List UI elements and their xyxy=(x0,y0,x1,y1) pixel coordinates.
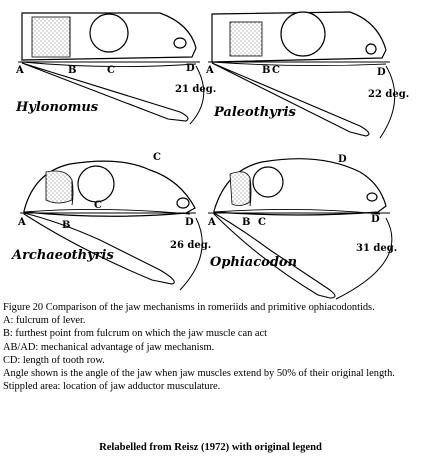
point-d-label: D xyxy=(185,217,194,228)
figure-legend: Figure 20 Comparison of the jaw mechanis… xyxy=(3,301,419,393)
jaw-line xyxy=(213,208,381,215)
naris xyxy=(176,197,190,209)
taxon-label: Hylonomus xyxy=(15,100,99,115)
orbit xyxy=(77,165,115,203)
point-b-label: B xyxy=(68,65,76,76)
point-b-label: B xyxy=(62,220,70,231)
naris xyxy=(365,43,377,55)
angle-label: 22 deg. xyxy=(368,89,409,100)
figure-credit: Relabelled from Reisz (1972) with origin… xyxy=(99,442,322,453)
point-d-label: D xyxy=(371,214,380,225)
point-b-label: B xyxy=(242,217,250,228)
angle-label: 26 deg. xyxy=(170,240,211,251)
corner-label: C xyxy=(153,152,161,163)
temporal-line xyxy=(249,177,252,207)
open-jaw xyxy=(21,62,189,122)
point-d-label: D xyxy=(186,63,195,74)
naris xyxy=(173,37,187,49)
angle-arc xyxy=(189,65,205,125)
jaw-line xyxy=(211,61,387,67)
angle-label: 31 deg. xyxy=(356,243,397,254)
open-jaw xyxy=(211,62,370,137)
adductor-stipple xyxy=(229,171,251,206)
legend-item-b: B: furthest point from fulcrum on which … xyxy=(3,328,268,340)
adductor-stipple xyxy=(31,16,71,58)
orbit xyxy=(89,13,129,53)
taxon-label: Ophiacodon xyxy=(210,255,297,270)
point-a-label: A xyxy=(207,217,216,228)
point-a-label: A xyxy=(15,65,24,76)
angle-label: 21 deg. xyxy=(175,84,216,95)
legend-item-stipple: Stippled area: location of jaw adductor … xyxy=(3,381,221,393)
jaw-line xyxy=(23,208,191,215)
legend-item-a: A: fulcrum of lever. xyxy=(3,315,86,327)
point-c-label: C xyxy=(272,65,280,76)
point-c-label: C xyxy=(258,217,266,228)
point-b-label: B xyxy=(262,65,270,76)
legend-caption: Figure 20 Comparison of the jaw mechanis… xyxy=(3,302,375,313)
legend-item-cd: CD: length of tooth row. xyxy=(3,354,105,366)
point-a-label: A xyxy=(17,217,26,228)
point-d-label: D xyxy=(377,67,386,78)
open-jaw xyxy=(213,212,336,299)
point-a-label: A xyxy=(205,65,214,76)
jaw-mechanism-figure: A B C D 21 deg. Hylonomus A B C D 22 deg… xyxy=(10,11,409,300)
panel-hylonomus: A B C D 21 deg. Hylonomus xyxy=(15,12,216,125)
angle-arc xyxy=(179,217,203,291)
jaw-line xyxy=(21,61,197,68)
point-c-label: C xyxy=(107,65,115,76)
temporal-line xyxy=(71,179,74,206)
angle-arc xyxy=(335,217,393,300)
naris xyxy=(366,192,378,202)
orbit xyxy=(252,166,284,198)
taxon-label: Archaeothyris xyxy=(10,248,114,263)
panel-paleothyris: A B C D 22 deg. Paleothyris xyxy=(205,11,409,139)
angle-arc xyxy=(379,65,396,139)
corner-label: D xyxy=(338,154,347,165)
legend-item-angle: Angle shown is the angle of the jaw when… xyxy=(3,368,395,380)
adductor-stipple xyxy=(229,21,263,57)
adductor-stipple xyxy=(45,170,73,204)
panel-ophiacodon: A B C D D 31 deg. Ophiacodon xyxy=(207,154,397,300)
open-jaw xyxy=(23,212,175,285)
taxon-label: Paleothyris xyxy=(213,105,297,120)
orbit xyxy=(280,11,326,57)
point-c-label: C xyxy=(94,200,102,211)
panel-archaeothyris: A B C D C 26 deg. Archaeothyris xyxy=(10,152,211,291)
legend-item-ratio: AB/AD: mechanical advantage of jaw mecha… xyxy=(3,341,215,353)
